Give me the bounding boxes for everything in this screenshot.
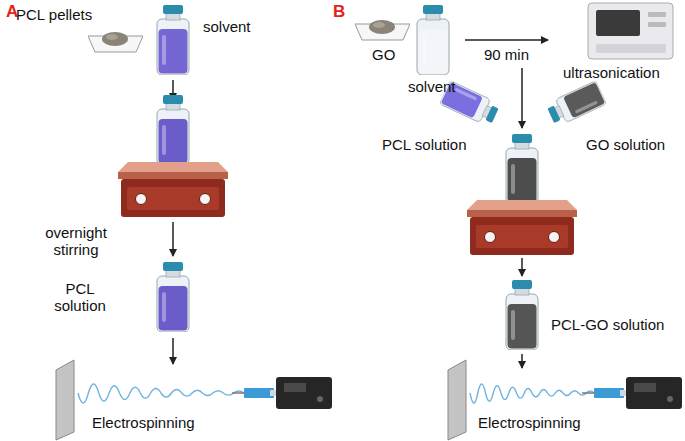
equipment-label: ultrasonication	[563, 64, 660, 81]
process-label: Electrospinning	[478, 414, 581, 431]
syringe-pump	[582, 377, 682, 409]
jet-whip	[78, 384, 244, 403]
product-label: PCL-GO solution	[551, 316, 664, 333]
go-tray	[355, 20, 410, 40]
flow-arrow	[465, 39, 548, 41]
pcl-go-bottle	[506, 280, 538, 350]
process-label: Electrospinning	[92, 414, 195, 431]
ultrasonicator	[588, 3, 673, 59]
go-solution-bottle	[545, 81, 607, 128]
product-label: PCL solution	[44, 280, 116, 314]
flow-arrow	[521, 68, 523, 128]
flow-arrow	[521, 354, 523, 368]
jet-whip	[470, 384, 594, 403]
step-label: overnight stirring	[34, 224, 118, 258]
material-label: GO	[372, 46, 395, 63]
hotplate-stirrer	[118, 162, 228, 217]
collector-plate	[448, 360, 466, 440]
product-label: GO solution	[586, 136, 665, 153]
material-label: solvent	[408, 78, 456, 95]
solution-bottle	[157, 95, 189, 165]
pcl-solution-bottle	[157, 262, 189, 332]
solvent-bottle	[157, 5, 189, 75]
duration-label: 90 min	[484, 46, 529, 63]
solvent-bottle	[417, 5, 449, 75]
mixing-bottle	[506, 134, 538, 204]
collector-plate	[56, 360, 74, 440]
material-label: solvent	[203, 18, 251, 35]
panel-letter: B	[333, 2, 345, 21]
flow-arrow	[172, 338, 174, 364]
flow-arrow	[172, 222, 174, 256]
pellet-tray	[88, 32, 143, 52]
material-label: PCL pellets	[16, 6, 92, 23]
hotplate-stirrer	[467, 200, 577, 255]
flow-arrow	[521, 258, 523, 276]
syringe-pump	[232, 377, 332, 409]
product-label: PCL solution	[382, 136, 467, 153]
